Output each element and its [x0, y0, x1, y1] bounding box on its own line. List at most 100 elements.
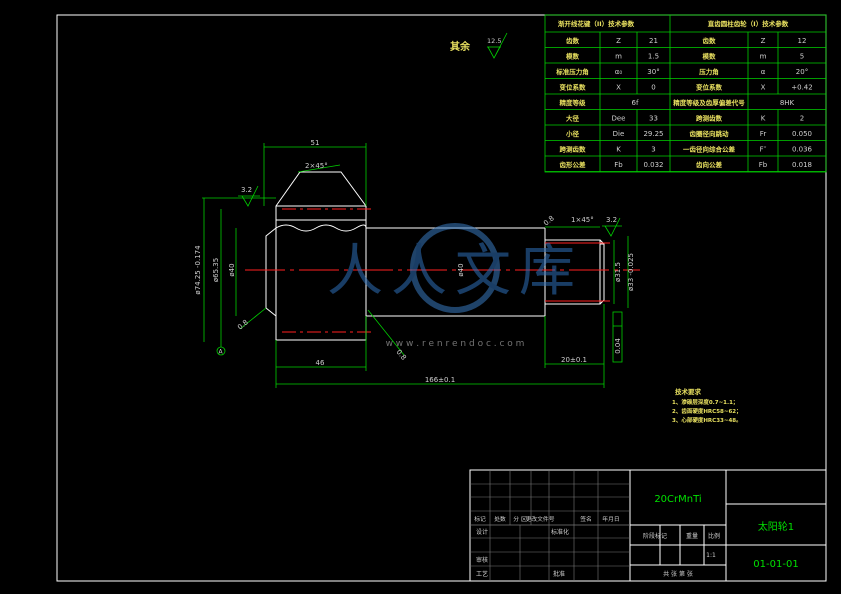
gear-table-cell: 30° [647, 68, 659, 76]
tb-label-approve: 批准 [553, 570, 565, 578]
gear-table-cell: 模数 [703, 52, 717, 61]
datum-a: A [219, 349, 224, 356]
gear-table-cell: Fb [614, 161, 623, 169]
gear-table-title-right: 直齿圆柱齿轮（I）技术参数 [708, 19, 789, 28]
gear-table-cell: 齿数 [703, 36, 717, 45]
dim-chamfer-left: 2×45° [305, 162, 328, 170]
gear-table-cell: 标准压力角 [555, 67, 589, 76]
dim-dia-40-left: ø40 [228, 263, 236, 276]
dim-46: 46 [316, 359, 325, 367]
gear-table-cell: 0 [651, 84, 655, 92]
gear-table-cell: 2 [800, 115, 804, 123]
gear-table-cell: Die [613, 130, 625, 138]
gear-table-cell: 齿数 [566, 36, 580, 45]
gear-table-title-left: 渐开线花键（II）技术参数 [558, 19, 635, 28]
scale-value: 1:1 [706, 552, 716, 559]
dim-20: 20±0.1 [561, 356, 587, 364]
gear-table-cell: K [616, 146, 621, 154]
roughness-other-label: 其余 [450, 40, 471, 53]
gear-table-cell: 压力角 [699, 67, 719, 76]
gear-table-cell: 21 [649, 37, 658, 45]
part-name: 太阳轮1 [758, 520, 794, 533]
tech-notes-title: 技术要求 [675, 387, 702, 396]
gear-table-cell: Dee [611, 115, 625, 123]
roughness-other: 其余 12.5 [450, 32, 508, 59]
dim-roughness-right: 3.2 [606, 216, 617, 224]
tech-notes: 技术要求 1、渗碳层深度0.7~1.1； 2、齿面硬度HRC58~62； 3、心… [672, 387, 742, 424]
gear-table-cell: 1.5 [648, 53, 659, 61]
tb-label-standard: 标准化 [551, 528, 569, 536]
gear-table-cell: X [761, 84, 766, 92]
title-block-header: 更改文件号 [526, 515, 555, 523]
gear-table-cell: Z [761, 37, 766, 45]
roughness-other-value: 12.5 [487, 37, 501, 45]
gear-table-cell: m [615, 53, 622, 61]
gear-table-cell: 8HK [780, 99, 795, 107]
tb-label-process: 工艺 [476, 570, 488, 578]
dim-dia-33: ø33 -0.025 [627, 253, 635, 291]
dim-166: 166±0.1 [425, 376, 455, 384]
dimensions: 51 2×45° 3.2 ø74.25 -0.174 ø65.35 ø40 A … [194, 139, 635, 388]
dim-roughness-small-mid: 0.8 [394, 348, 407, 362]
dim-roughness-left: 3.2 [241, 186, 252, 194]
watermark: 人人文库 w w w . r e n r e n d o c . c o m [327, 223, 583, 349]
material: 20CrMnTi [654, 494, 701, 505]
title-block-header: 标记 [474, 515, 486, 523]
gear-table-cell: α [761, 68, 766, 76]
sheets-label: 共 张 第 张 [663, 570, 693, 578]
gear-table-cell: 0.032 [643, 161, 663, 169]
dim-roughness-small-left: 0.8 [236, 318, 250, 331]
gear-table-cell: +0.42 [791, 84, 812, 92]
gear-table-cell: 0.036 [792, 146, 813, 154]
title-block-header: 处数 [494, 515, 506, 523]
dim-chamfer-right: 1×45° [571, 216, 594, 224]
gear-table-cell: 20° [796, 68, 808, 76]
tech-note-2: 2、齿面硬度HRC58~62； [672, 407, 742, 415]
dim-51: 51 [311, 139, 320, 147]
gear-table-cell: 变位系数 [696, 83, 723, 92]
dim-tolerance-004: 0.04 [614, 338, 622, 354]
gear-table-cell: 模数 [566, 52, 580, 61]
gear-table-cell: Fb [759, 161, 768, 169]
tolerance-frame [612, 311, 623, 363]
gear-table-cell: 33 [649, 115, 658, 123]
tb-label-design: 设计 [476, 528, 488, 536]
gear-table-cell: 跨测齿数 [560, 145, 587, 154]
title-block: 20CrMnTi 太阳轮1 01-01-01 阶段标记 重量 比例 1:1 共 … [469, 469, 827, 582]
gear-table-cell: 大径 [566, 114, 580, 123]
gear-table-cell: m [760, 53, 767, 61]
gear-parameter-table: 渐开线花键（II）技术参数 直齿圆柱齿轮（I）技术参数 齿数 Z 21 齿数 Z 12 模数… [544, 14, 827, 173]
gear-table-cell: 齿形公差 [560, 160, 587, 169]
part-number: 01-01-01 [753, 559, 798, 570]
watermark-text: 人人文库 [327, 239, 583, 304]
gear-table-cell: F″ [760, 146, 767, 154]
drawing-frame [56, 14, 827, 582]
dim-dia-74: ø74.25 -0.174 [194, 245, 202, 295]
title-block-header: 分 区 [513, 515, 527, 523]
gear-table-cell: 精度等级及齿厚偏差代号 [673, 98, 745, 107]
gear-table-cell: 精度等级 [560, 98, 587, 107]
tb-label-review: 审核 [476, 556, 488, 564]
title-block-header: 签名 [580, 515, 592, 523]
part-outline [245, 171, 640, 341]
gear-table-cell: 齿向公差 [696, 160, 723, 169]
tech-note-3: 3、心部硬度HRC33~48。 [672, 416, 742, 424]
title-block-header: 年月日 [602, 515, 619, 523]
gear-table-cell: 12 [798, 37, 807, 45]
gear-table-cell: 小径 [565, 129, 580, 138]
gear-table-cell: K [761, 115, 766, 123]
watermark-url: w w w . r e n r e n d o c . c o m [386, 339, 525, 349]
gear-table-cell: 29.25 [643, 130, 663, 138]
weight-label: 重量 [686, 532, 698, 540]
gear-table-cell: 变位系数 [560, 83, 587, 92]
scale-label: 比例 [708, 532, 720, 540]
gear-table-cell: 齿圈径向跳动 [690, 129, 730, 138]
gear-table-cell: 0.050 [792, 130, 812, 138]
gear-table-cell: 0.018 [792, 161, 812, 169]
tech-note-1: 1、渗碳层深度0.7~1.1； [672, 398, 738, 406]
gear-table-cell: 3 [651, 146, 655, 154]
gear-table-cell: α₀ [615, 68, 623, 76]
gear-table-cell: Z [616, 37, 621, 45]
watermark-logo-icon [410, 223, 500, 313]
